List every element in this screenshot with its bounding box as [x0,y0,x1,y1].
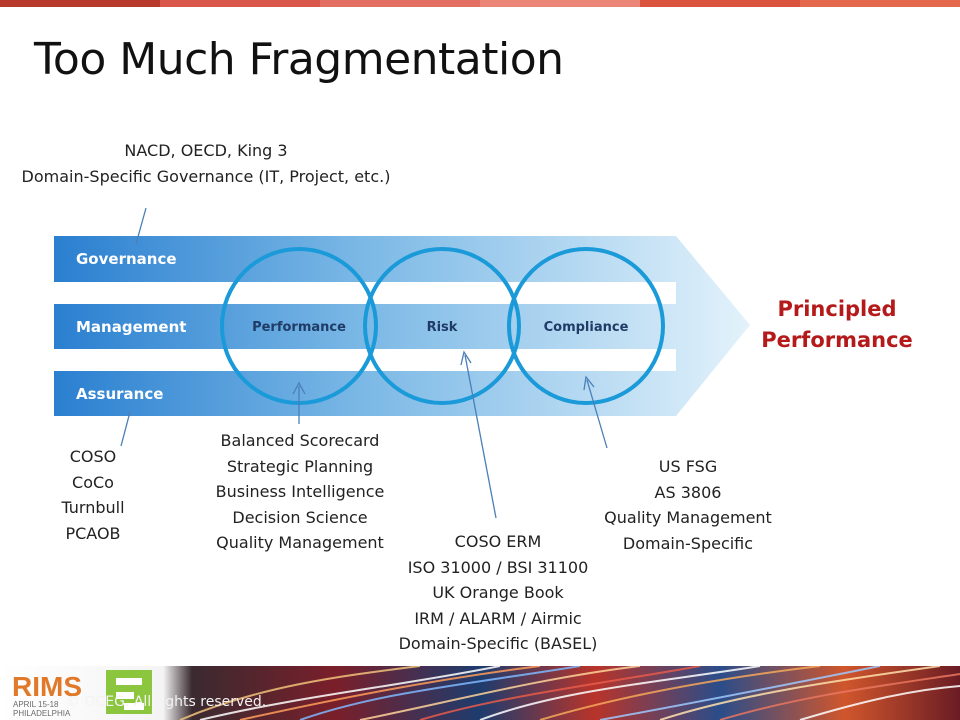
circle-risk-label: Risk [427,320,458,335]
governance-note: NACD, OECD, King 3 Domain-Specific Gover… [0,138,412,189]
performance-arrowhead [292,381,306,395]
risk-note-line: COSO ERM [454,532,542,551]
circle-compliance-label: Compliance [544,320,629,335]
band-management-label: Management [76,318,186,336]
performance-note-line: Business Intelligence [215,482,385,501]
rims-logo-city: PHILADELPHIA [13,709,71,718]
assurance-note: COSO CoCo Turnbull PCAOB [38,444,148,546]
compliance-note-line: AS 3806 [654,482,722,502]
band-governance-label: Governance [76,250,177,268]
rims-logo-text: RIMS [12,671,82,702]
performance-note: Balanced Scorecard Strategic Planning Bu… [196,428,404,556]
circle-risk [363,247,521,405]
compliance-note-line: Quality Management [604,508,772,527]
fiber-optic-image [0,666,960,720]
compliance-arrow [586,379,608,449]
rims-logo-date: APRIL 15-18 [13,700,59,709]
assurance-note-line: CoCo [72,472,114,492]
governance-note-line: Domain-Specific Governance (IT, Project,… [21,166,391,186]
assurance-note-line: PCAOB [65,523,121,543]
assurance-note-line: COSO [69,447,117,466]
compliance-note: US FSG AS 3806 Quality Management Domain… [586,454,790,556]
principled-performance-label: Principled Performance [752,294,922,356]
risk-note-line: IRM / ALARM / Airmic [414,608,582,628]
risk-note-line: UK Orange Book [432,583,564,602]
assurance-note-line: Turnbull [61,498,125,517]
circle-compliance [507,247,665,405]
performance-note-line: Strategic Planning [226,456,374,476]
risk-note-line: ISO 31000 / BSI 31100 [407,557,589,577]
risk-note: COSO ERM ISO 31000 / BSI 31100 UK Orange… [384,529,612,657]
rims-logo: RIMS APRIL 15-18 PHILADELPHIA [12,670,152,718]
performance-note-line: Balanced Scorecard [220,431,380,450]
fragmentation-diagram: Governance Management Assurance Performa… [54,207,750,519]
band-assurance-label: Assurance [76,385,163,403]
performance-note-line: Decision Science [232,507,368,527]
risk-note-line: Domain-Specific (BASEL) [398,634,598,653]
result-line: Principled [777,297,897,321]
circle-performance-label: Performance [252,320,346,335]
rims-logo-mark [106,670,152,714]
top-accent-bar [0,0,960,7]
copyright-notice: © OCEG. All rights reserved. [66,694,267,710]
footer-photo-strip [0,666,960,720]
risk-arrowhead [460,350,472,366]
risk-arrow [464,354,497,519]
governance-note-line: NACD, OECD, King 3 [124,141,288,160]
compliance-note-line: Domain-Specific [622,533,754,553]
compliance-arrowhead [583,375,595,391]
governance-connector [135,207,147,245]
compliance-note-line: US FSG [658,457,718,476]
performance-note-line: Quality Management [216,533,384,552]
result-line: Performance [761,328,913,352]
assurance-connector [120,411,131,447]
slide-title: Too Much Fragmentation [34,34,564,85]
